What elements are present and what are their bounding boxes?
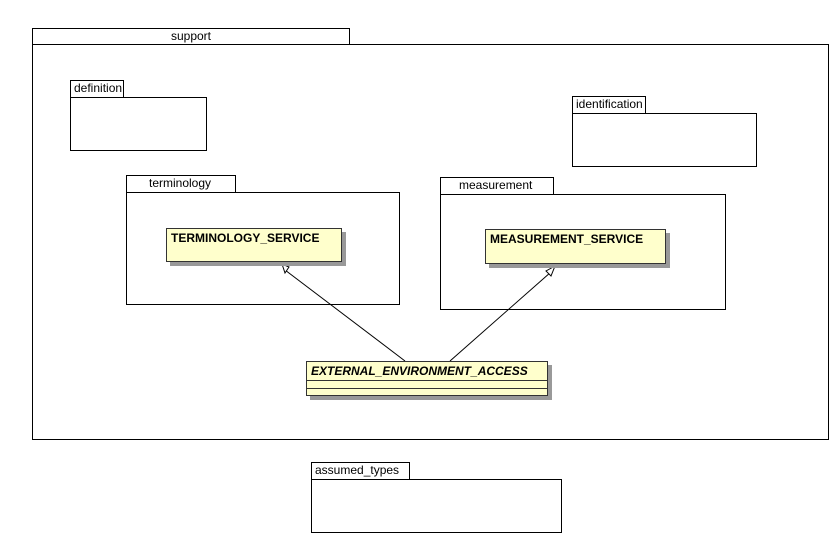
generalization-line-terminology: [284, 269, 406, 362]
package-identification[interactable]: [572, 113, 757, 167]
package-support-tab[interactable]: support: [32, 28, 350, 45]
package-assumed-types[interactable]: [311, 479, 562, 533]
class-terminology-service-name: TERMINOLOGY_SERVICE: [171, 231, 320, 245]
package-definition[interactable]: [70, 97, 207, 151]
class-attributes-compartment: [307, 380, 547, 388]
generalization-line-measurement: [449, 271, 552, 362]
package-measurement-label: measurement: [459, 178, 533, 192]
package-support-label: support: [170, 29, 212, 43]
package-identification-tab[interactable]: identification: [572, 96, 646, 114]
class-measurement-service[interactable]: MEASUREMENT_SERVICE: [485, 229, 666, 264]
package-assumed-types-tab[interactable]: assumed_types: [311, 462, 410, 480]
generalization-arrowhead-terminology: [281, 263, 290, 275]
class-measurement-service-name: MEASUREMENT_SERVICE: [490, 232, 644, 246]
package-definition-label: definition: [74, 81, 123, 95]
generalization-arrowhead-measurement: [545, 264, 556, 277]
package-assumed-types-label: assumed_types: [315, 463, 400, 477]
class-external-environment-access-name: EXTERNAL_ENVIRONMENT_ACCESS: [311, 364, 528, 378]
package-definition-tab[interactable]: definition: [70, 80, 124, 98]
package-terminology-label: terminology: [149, 176, 212, 190]
class-terminology-service[interactable]: TERMINOLOGY_SERVICE: [166, 228, 342, 262]
class-operations-compartment: [307, 388, 547, 395]
package-measurement-tab[interactable]: measurement: [440, 177, 554, 195]
package-identification-label: identification: [576, 97, 643, 111]
package-terminology-tab[interactable]: terminology: [126, 175, 236, 193]
class-external-environment-access[interactable]: EXTERNAL_ENVIRONMENT_ACCESS: [306, 361, 548, 396]
